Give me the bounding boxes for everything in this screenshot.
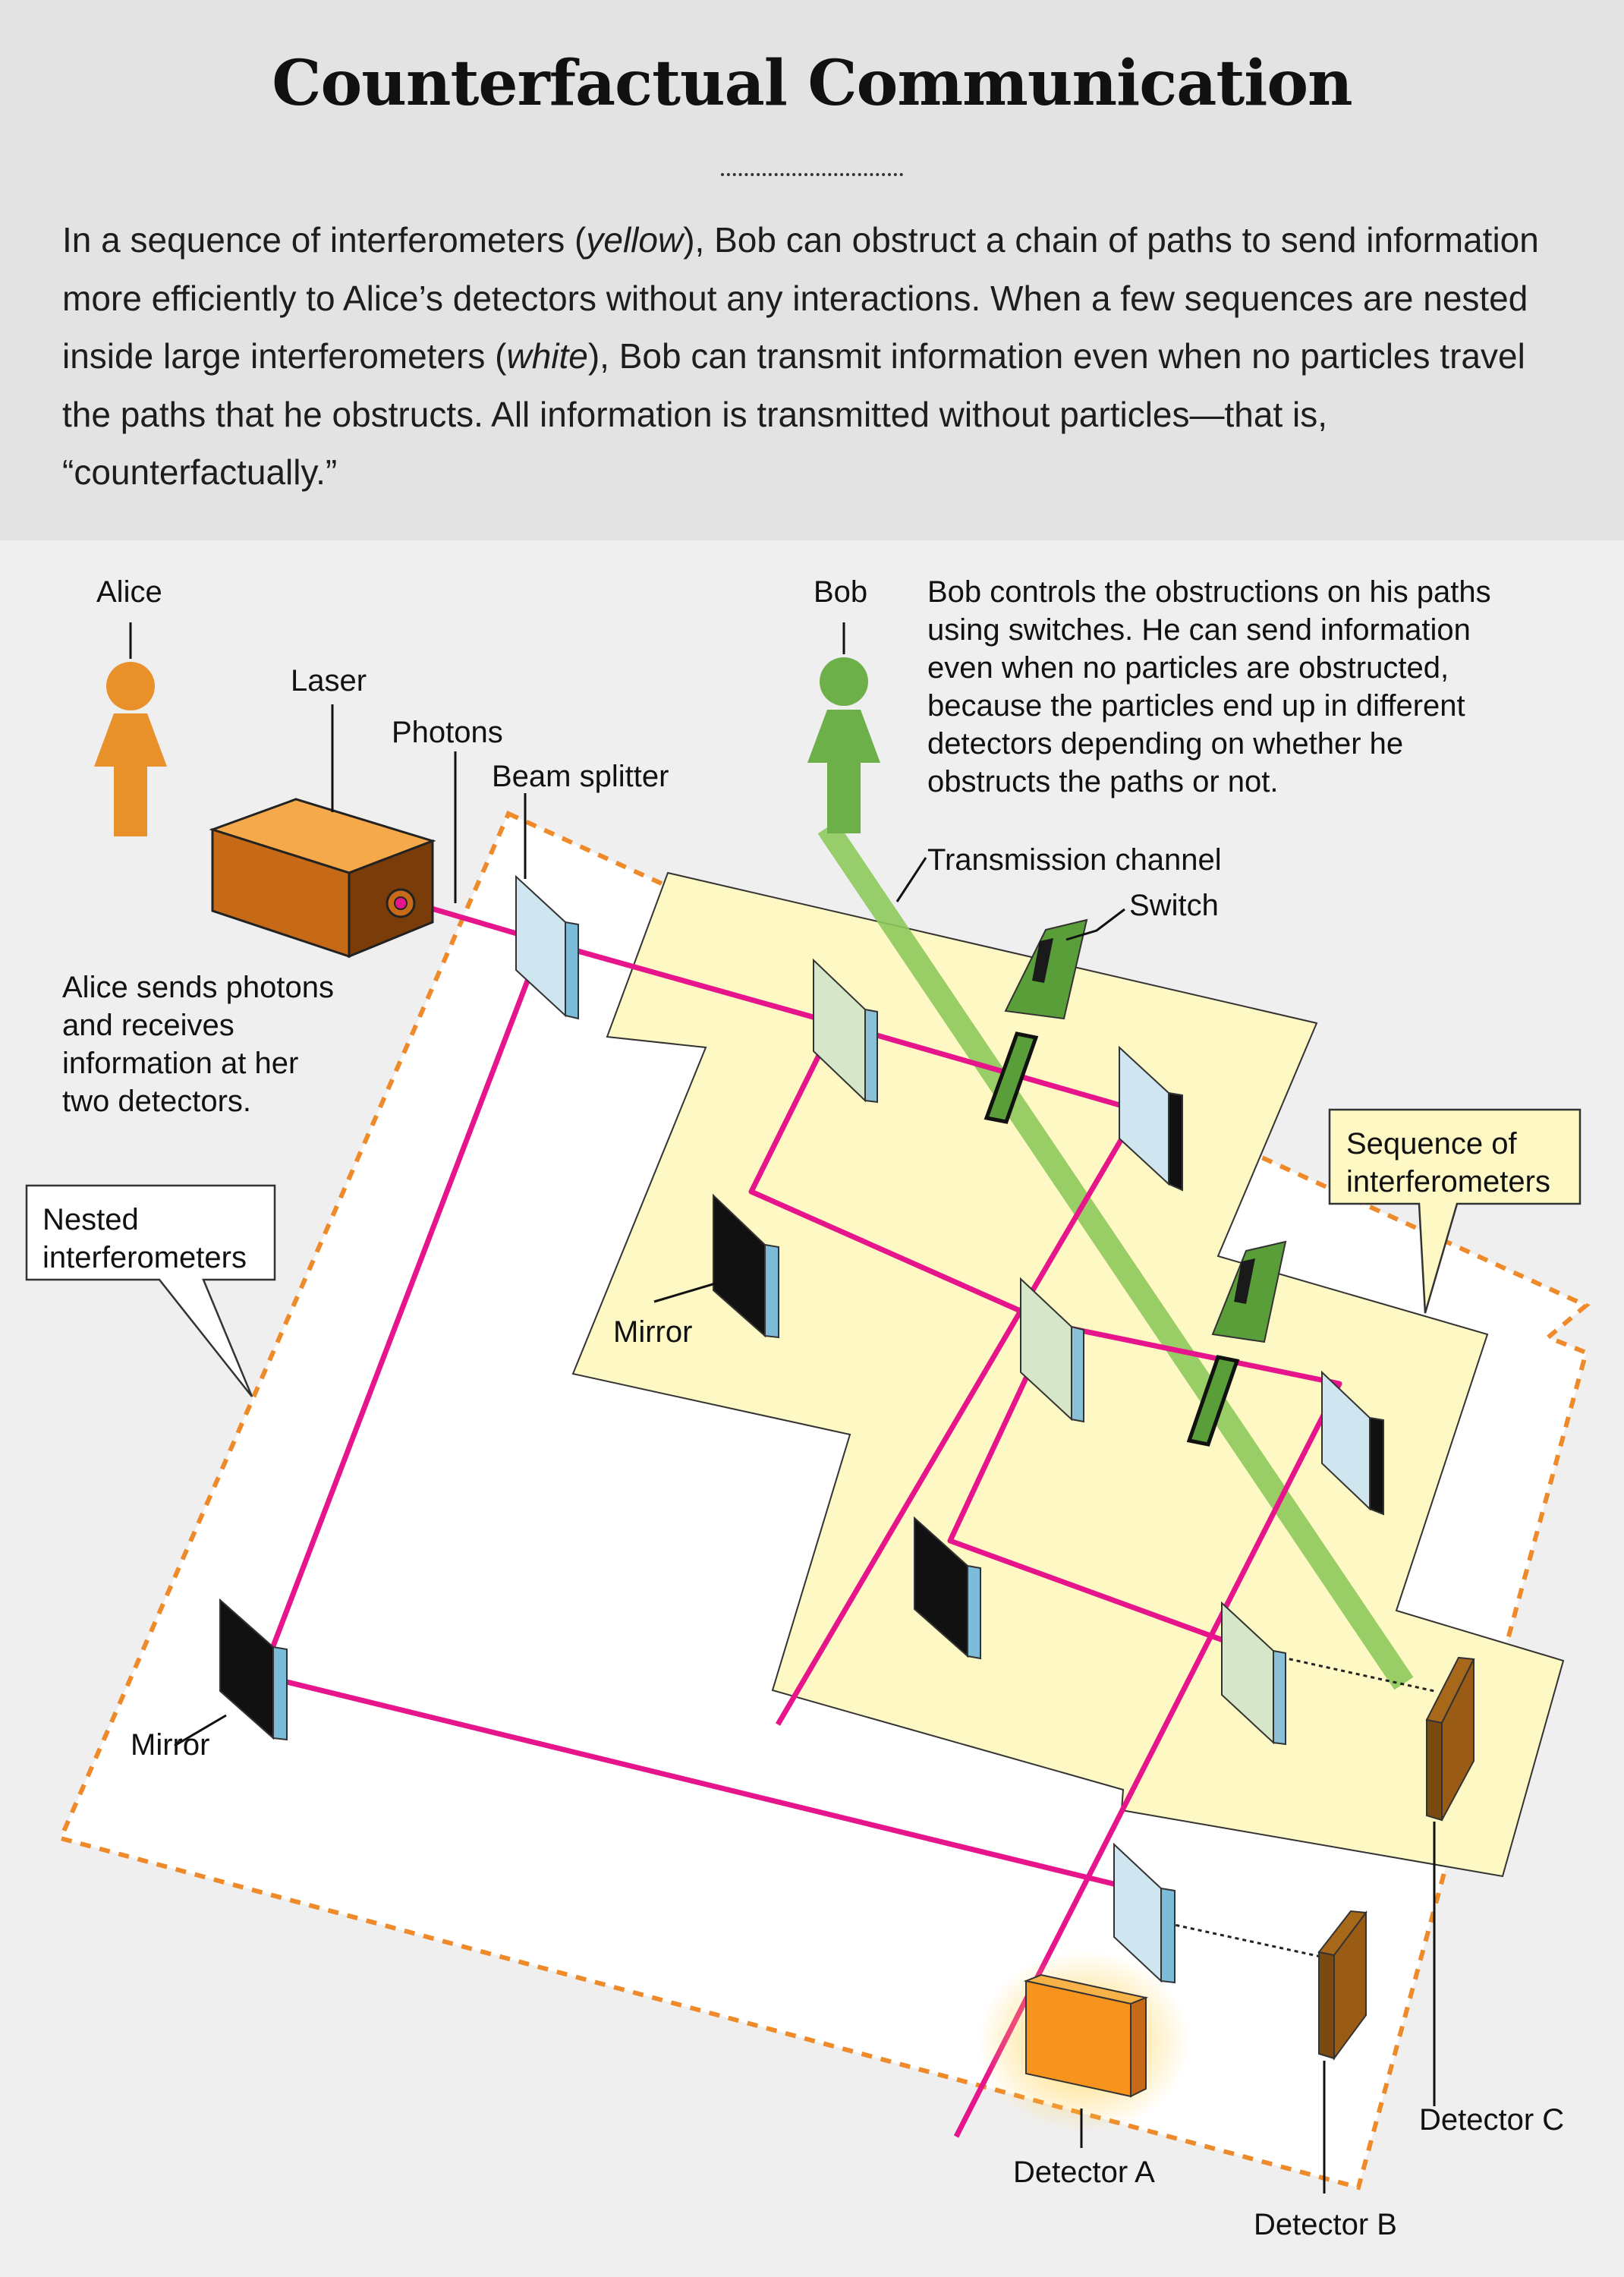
mirror-seq-left-1 — [713, 1193, 779, 1339]
callout-nested-line-2: interferometers — [42, 1241, 247, 1274]
bob-note-line-2: using switches. He can send information — [927, 613, 1471, 647]
beam-splitter-seq-2 — [1020, 1277, 1084, 1423]
intro-part-3: ), Bob can transmit information even whe… — [62, 336, 1525, 492]
photon-beam-paths — [259, 900, 1342, 2138]
header-panel: Counterfactual Communication In a sequen… — [0, 0, 1624, 540]
label-photons: Photons — [392, 716, 503, 749]
label-switch: Switch — [1129, 889, 1219, 922]
beam-splitter-output — [1113, 1842, 1176, 1984]
obstruction-blocker-2 — [1186, 1355, 1240, 1447]
alice-note-line-2: and receives — [62, 1009, 234, 1042]
title-divider — [721, 173, 903, 176]
alice-note-line-1: Alice sends photons — [62, 971, 334, 1004]
bob-note: Bob controls the obstructions on his pat… — [927, 575, 1491, 798]
switch-1 — [1004, 918, 1088, 1020]
intro-text: In a sequence of interferometers (yellow… — [62, 211, 1565, 502]
label-beam-splitter: Beam splitter — [492, 760, 669, 793]
bob-note-line-4: because the particles end up in differen… — [927, 689, 1465, 723]
page-title: Counterfactual Communication — [272, 47, 1352, 120]
alice-figure — [94, 662, 167, 836]
bob-note-line-6: obstructs the paths or not. — [927, 765, 1278, 798]
transmission-channel-beam — [817, 820, 1414, 1690]
intro-emphasis-yellow: yellow — [586, 220, 684, 260]
label-detector-c: Detector C — [1419, 2103, 1564, 2137]
mirror-seq-top-right — [1119, 1045, 1183, 1192]
interferometer-diagram: Nested interferometers Sequence of inter… — [25, 575, 1591, 2241]
label-detector-a: Detector A — [1013, 2156, 1155, 2189]
mirror-seq-mid-right — [1321, 1370, 1384, 1516]
alice-note-line-3: information at her — [62, 1047, 298, 1080]
bob-figure — [807, 657, 880, 833]
obstruction-blocker-1 — [984, 1031, 1039, 1124]
bob-note-line-3: even when no particles are obstructed, — [927, 651, 1449, 685]
label-transmission-channel: Transmission channel — [927, 843, 1222, 877]
callout-nested-line-1: Nested — [42, 1203, 139, 1236]
alice-note: Alice sends photons and receives informa… — [62, 971, 334, 1118]
beam-splitter-main — [515, 874, 579, 1020]
bob-note-line-1: Bob controls the obstructions on his pat… — [927, 575, 1491, 609]
intro-part-2: ), Bob can obstruct a chain of paths to … — [62, 220, 1539, 376]
label-bob: Bob — [814, 575, 867, 609]
beam-splitter-seq-1 — [813, 958, 878, 1104]
switch-2 — [1211, 1240, 1287, 1343]
mirror-seq-left-2 — [914, 1516, 981, 1660]
intro-emphasis-white: white — [506, 336, 588, 376]
label-laser: Laser — [291, 664, 367, 698]
callout-sequence-of-interferometers: Sequence of interferometers — [1328, 1108, 1582, 1314]
label-mirror-2: Mirror — [131, 1728, 209, 1762]
beam-splitter-seq-3 — [1221, 1601, 1286, 1746]
detector-a — [977, 1951, 1190, 2133]
label-alice: Alice — [96, 575, 162, 609]
callout-nested-interferometers: Nested interferometers — [25, 1184, 276, 1397]
bob-note-line-5: detectors depending on whether he — [927, 727, 1403, 761]
callout-sequence-line-1: Sequence of — [1346, 1127, 1518, 1161]
leader-lines — [129, 622, 1436, 2194]
detector-b — [1317, 1910, 1367, 2061]
label-mirror-1: Mirror — [613, 1315, 692, 1349]
intro-part-1: In a sequence of interferometers ( — [62, 220, 587, 260]
detector-c — [1425, 1656, 1475, 1822]
mirror-nested — [219, 1598, 288, 1741]
alice-note-line-4: two detectors. — [62, 1085, 251, 1118]
callout-sequence-line-2: interferometers — [1346, 1165, 1550, 1198]
laser-box — [209, 798, 436, 959]
label-detector-b: Detector B — [1254, 2208, 1397, 2241]
